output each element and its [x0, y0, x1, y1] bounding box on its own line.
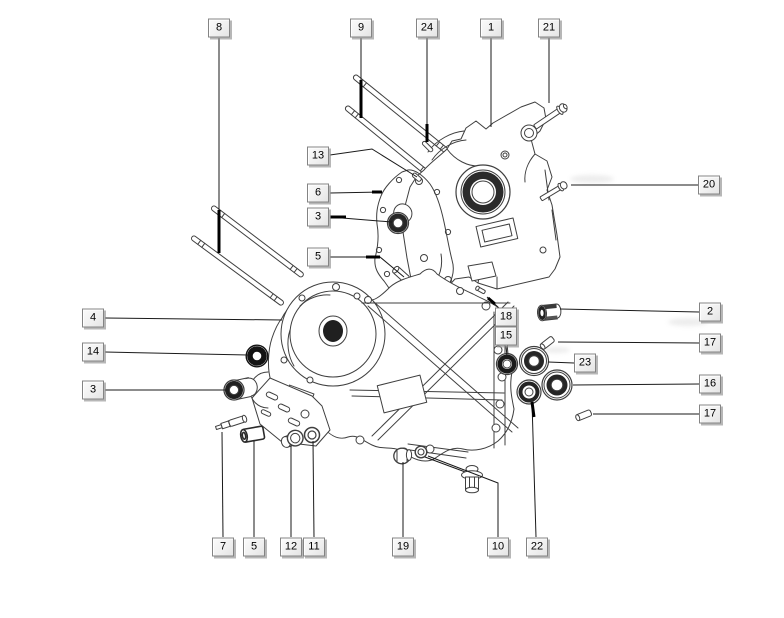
part-bolt-7	[215, 414, 248, 431]
leader-line-7	[221, 431, 224, 538]
part-left-crankcase	[249, 268, 519, 462]
leader-line-16	[572, 383, 700, 386]
callout-label-21-4[interactable]: 21	[538, 18, 560, 38]
callout-label-1-3[interactable]: 1	[480, 18, 502, 38]
part-bearing-16	[541, 369, 573, 401]
leader-line-10	[427, 455, 499, 537]
part-bearing-23	[518, 345, 550, 377]
leader-line-11	[312, 440, 315, 538]
part-oil-seal-14	[245, 344, 269, 368]
callout-label-5-9[interactable]: 5	[307, 247, 329, 267]
leader-line-17	[557, 341, 700, 344]
callout-label-10-25[interactable]: 10	[487, 537, 509, 557]
part-drain-bolt-10	[461, 465, 483, 494]
leader-tie-line	[424, 456, 469, 474]
leader-line-13	[329, 148, 418, 178]
callout-label-9-1[interactable]: 9	[350, 18, 372, 38]
leader-line-bold-18	[487, 296, 496, 306]
scan-smudges	[542, 175, 708, 353]
part-bearing-22	[516, 379, 542, 405]
callout-label-13-6[interactable]: 13	[307, 146, 329, 166]
part-bushing-5-lower	[239, 425, 266, 443]
part-washer-11	[303, 426, 321, 444]
leader-line-22	[531, 401, 537, 538]
callout-label-5-21[interactable]: 5	[243, 537, 265, 557]
leader-line-15	[505, 345, 508, 357]
callout-label-2-13[interactable]: 2	[699, 302, 721, 322]
part-dowel-17-upper	[539, 336, 555, 350]
callout-label-7-20[interactable]: 7	[212, 537, 234, 557]
callout-label-23-15[interactable]: 23	[574, 353, 596, 373]
part-plug-19	[393, 447, 413, 465]
part-bolt-20	[539, 181, 568, 202]
leader-line-2	[559, 308, 700, 313]
callout-label-19-24[interactable]: 19	[392, 537, 414, 557]
leader-line-4	[104, 317, 283, 321]
callout-label-6-7[interactable]: 6	[307, 183, 329, 203]
callout-label-20-5[interactable]: 20	[698, 175, 720, 195]
callout-label-3-12[interactable]: 3	[82, 380, 104, 400]
callout-label-11-23[interactable]: 11	[303, 537, 325, 557]
callout-label-18-18[interactable]: 18	[495, 307, 517, 327]
part-stud-bolts-9	[344, 74, 450, 180]
callout-label-12-22[interactable]: 12	[280, 537, 302, 557]
leader-line-5	[330, 256, 405, 278]
part-bearing-3-upper	[386, 203, 413, 235]
part-dowel-17-lower	[575, 409, 593, 422]
callout-label-15-19[interactable]: 15	[495, 326, 517, 346]
callout-label-3-8[interactable]: 3	[307, 207, 329, 227]
part-bolt-18	[475, 285, 486, 295]
leader-line-14	[104, 351, 249, 356]
part-plug-12	[280, 429, 304, 448]
part-bushing-2	[536, 303, 562, 322]
callout-label-17-14[interactable]: 17	[699, 333, 721, 353]
callout-label-24-2[interactable]: 24	[416, 18, 438, 38]
callout-label-14-11[interactable]: 14	[82, 342, 104, 362]
leader-line-23	[547, 361, 575, 364]
part-washer-10	[414, 445, 428, 459]
callout-label-22-26[interactable]: 22	[526, 537, 548, 557]
leader-line-bold-22	[530, 401, 536, 418]
part-stud-bolts-8	[191, 205, 304, 306]
callout-label-16-16[interactable]: 16	[699, 374, 721, 394]
part-stud-24	[421, 140, 434, 153]
part-bolt-21	[533, 103, 568, 130]
part-right-crankcase	[402, 101, 561, 300]
callout-label-17-17[interactable]: 17	[699, 404, 721, 424]
callout-label-8-0[interactable]: 8	[208, 18, 230, 38]
callout-label-4-10[interactable]: 4	[82, 308, 104, 328]
